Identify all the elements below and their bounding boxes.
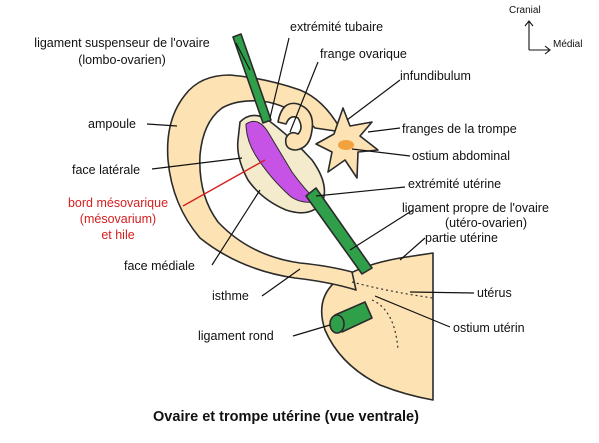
uterine-cavity-line-2 xyxy=(371,299,399,351)
proper-ovarian-ligament xyxy=(305,187,373,275)
label-uterus: utérus xyxy=(477,286,512,300)
label-extremite-uterine: extrémité utérine xyxy=(408,177,501,191)
uterine-cavity-line xyxy=(351,281,434,299)
ovarian-fimbria xyxy=(277,102,314,151)
uterus-shape xyxy=(320,252,434,401)
mesovarium-border xyxy=(245,120,320,203)
label-bord-mesovarique: bord mésovarique xyxy=(68,196,168,210)
label-ligament-rond: ligament rond xyxy=(198,329,274,343)
uterine-tube xyxy=(166,74,357,291)
abdominal-ostium xyxy=(338,140,354,150)
label-face-mediale: face médiale xyxy=(124,259,195,273)
label-ostium-abdominal: ostium abdominal xyxy=(412,149,510,163)
orientation-cranial: Cranial xyxy=(509,5,541,16)
label-et-hile: et hile xyxy=(101,228,134,242)
label-ligament-suspenseur-sub: (lombo-ovarien) xyxy=(78,53,166,67)
label-mesovarium: (mésovarium) xyxy=(80,212,156,226)
label-infundibulum: infundibulum xyxy=(400,69,471,83)
orientation-arrows xyxy=(524,20,551,55)
label-face-laterale: face latérale xyxy=(72,163,140,177)
round-ligament-end xyxy=(329,314,345,334)
label-franges-trompe: franges de la trompe xyxy=(402,122,517,136)
label-ligament-propre: ligament propre de l'ovaire xyxy=(402,201,549,215)
label-frange-ovarique: frange ovarique xyxy=(320,47,407,61)
label-extremite-tubaire: extrémité tubaire xyxy=(290,20,383,34)
label-utero-ovarien: (utéro-ovarien) xyxy=(445,216,527,230)
label-isthme: isthme xyxy=(212,289,249,303)
label-ligament-suspenseur: ligament suspenseur de l'ovaire xyxy=(34,36,209,50)
orientation-medial: Médial xyxy=(553,39,582,50)
diagram-caption: Ovaire et trompe utérine (vue ventrale) xyxy=(153,409,419,425)
label-ostium-uterin: ostium utérin xyxy=(453,321,525,335)
label-ampoule: ampoule xyxy=(88,117,136,131)
label-partie-uterine: partie utérine xyxy=(425,231,498,245)
